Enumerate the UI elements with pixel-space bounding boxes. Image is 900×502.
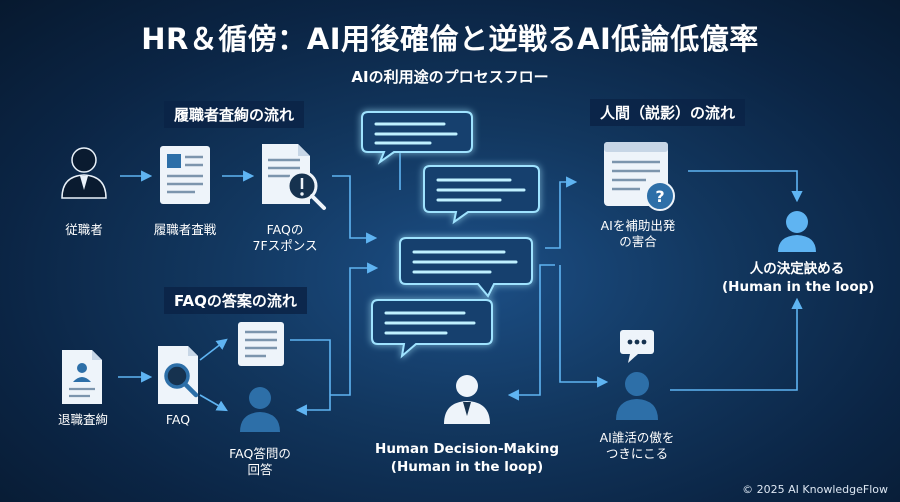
person-icon — [61, 147, 107, 199]
node-label-human-decision: 人の決定訣める (Human in the loop) — [722, 261, 875, 295]
flow-header-right: 人間（説影）の流れ — [590, 99, 746, 126]
node-label-resume: 履職者査戦 — [153, 222, 217, 237]
chat-bubble-icon — [423, 165, 540, 225]
text-card-icon — [238, 322, 284, 366]
document-alert-icon — [262, 144, 326, 210]
person-icon — [240, 387, 280, 432]
flow-header-top-left: 履職者査絢の流れ — [164, 101, 305, 128]
browser-question-icon: ? — [604, 142, 675, 211]
magnifier-document-icon — [158, 346, 199, 404]
resume-document-icon — [160, 146, 210, 204]
person-chat-icon — [616, 330, 658, 420]
copyright-footer: © 2025 AI KnowledgeFlow — [742, 483, 888, 496]
center-label: Human Decision-Making (Human in the loop… — [375, 441, 559, 475]
chat-bubble-icon — [361, 111, 473, 165]
svg-text:?: ? — [655, 187, 664, 206]
node-label-faq: FAQ — [165, 412, 191, 427]
flow-header-bottom-left: FAQの答案の流れ — [164, 287, 307, 314]
chat-bubble-icon — [399, 237, 533, 298]
person-icon — [778, 211, 816, 252]
page-title: HR＆循傍：AI用後確倫と逆戦るAI低論低億率 — [141, 22, 759, 56]
node-label-ai-usage: AI誰活の傲を つきにこる — [599, 430, 675, 461]
page-subtitle: AIの利用途のプロセスフロー — [351, 68, 549, 86]
node-label-faq-answer: FAQ答問の 回答 — [229, 446, 291, 477]
chat-bubble-icon — [371, 299, 493, 359]
flow-connectors — [118, 134, 803, 416]
businessman-icon — [444, 375, 490, 424]
node-label-employee: 従職者 — [65, 222, 103, 237]
node-label-faq-response: FAQの 7Fスポンス — [252, 222, 318, 253]
profile-document-icon — [62, 350, 102, 404]
node-label-exit-inquiry: 退職査絢 — [57, 412, 108, 427]
node-label-ai-assist: AIを補助出発 の害合 — [600, 218, 676, 249]
